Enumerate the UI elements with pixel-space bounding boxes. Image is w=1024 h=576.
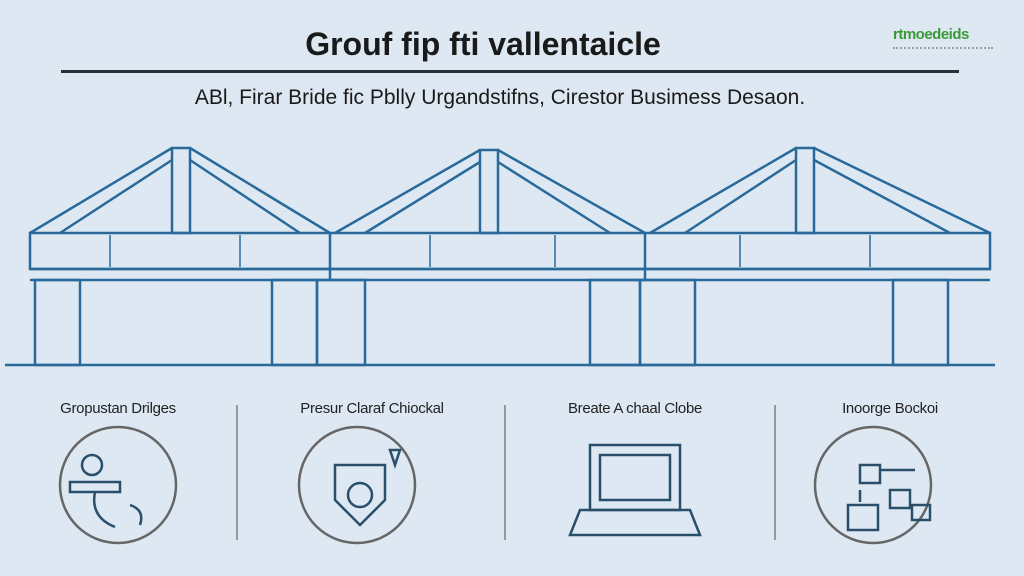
feature-label-4: Inoorge Bockoi [842, 400, 938, 417]
laptop-icon [568, 443, 702, 537]
gauge-shield-icon [297, 425, 417, 545]
person-steps-icon [58, 425, 178, 545]
bridge-towers [29, 146, 991, 235]
logo: rtmoedeids [893, 26, 969, 43]
logo-tagline [893, 47, 993, 52]
page-title: Grouf fip fti vallentaicle [305, 26, 661, 62]
feature-label-2: Presur Claraf Chiockal [300, 400, 444, 417]
feature-label-3: Breate A chaal Clobe [567, 400, 703, 417]
feature-label-1: Gropustan Drilges [60, 400, 176, 417]
flow-boxes-icon [813, 425, 933, 545]
subtitle: ABl, Firar Bride fic Pblly Urgandstifns,… [194, 86, 806, 109]
title-divider [61, 70, 959, 73]
bridge-deck [28, 231, 992, 282]
bridge-piers [5, 278, 995, 367]
dividers [236, 405, 776, 540]
deck-panels [109, 235, 871, 267]
